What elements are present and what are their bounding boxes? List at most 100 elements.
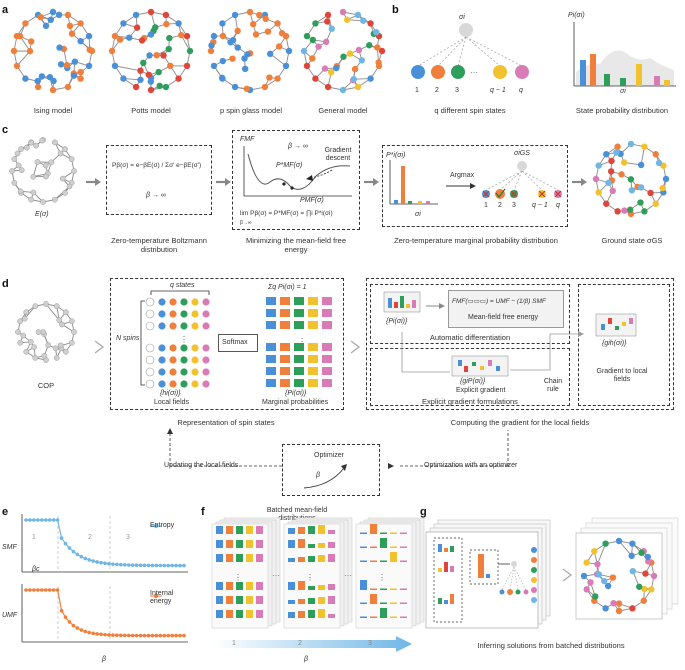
network-node (312, 75, 319, 82)
arrow-c1 (86, 178, 101, 186)
batch-bar (328, 530, 335, 534)
network-node (328, 25, 335, 32)
prob-bar (308, 297, 318, 305)
network-node (26, 47, 34, 55)
network-node (274, 75, 281, 82)
field-dot (202, 368, 210, 376)
field-dot (191, 344, 199, 352)
field-dot (169, 380, 177, 388)
batch-bar (360, 602, 367, 604)
network-node (592, 175, 600, 183)
curve-point (130, 563, 135, 567)
network-edge (597, 543, 607, 565)
cop-network-graph (15, 301, 77, 363)
ground-state-tree (482, 161, 562, 199)
network-node (17, 188, 24, 195)
curve-point (47, 518, 52, 522)
ellipsis: ⋮ (180, 335, 188, 344)
gradient-outer-box (366, 278, 674, 410)
field-dot (180, 322, 188, 330)
field-dot (180, 380, 188, 388)
field-dot (180, 310, 188, 318)
curve-point (87, 630, 91, 635)
network-node (641, 208, 648, 215)
network-node (603, 200, 610, 207)
network-node (55, 11, 63, 19)
spin-node (145, 343, 155, 353)
network-node (628, 552, 635, 560)
curve-point (59, 608, 64, 613)
curve-point (63, 541, 68, 546)
fmf-axis-label: FMF (240, 136, 255, 143)
network-node (378, 47, 386, 55)
ellipsis: ⋯ (272, 571, 280, 580)
n-spins-label: N spins (116, 335, 140, 342)
curve-point (40, 588, 44, 592)
network-node (354, 11, 362, 19)
network-node (133, 24, 141, 31)
network-node (647, 189, 654, 197)
prob-bar (322, 343, 332, 351)
panel-label-e: e (2, 506, 9, 518)
network-node (162, 83, 170, 91)
network-node (219, 32, 227, 40)
network-node (37, 13, 44, 21)
curve-point (182, 633, 186, 638)
network-node (642, 570, 649, 577)
ground-state-caption: Ground state σGS (601, 236, 663, 245)
prob-bar (280, 309, 290, 317)
prob-bar (280, 321, 290, 329)
curve-point (115, 633, 119, 638)
network-node (243, 85, 251, 92)
curve-point (99, 560, 103, 565)
network-node (234, 44, 241, 51)
state-num-2: 2 (435, 87, 439, 94)
batch-bar (288, 582, 295, 590)
batch-bar (256, 540, 263, 548)
batch-bar (288, 558, 295, 562)
svg-text:···: ··· (470, 68, 478, 77)
prob-bar (294, 355, 304, 363)
batch-bar (226, 526, 233, 534)
general-network-graph (300, 8, 386, 94)
network-node (22, 75, 29, 82)
ising-network-graph (10, 8, 96, 94)
field-dot (158, 368, 166, 376)
panel-label-b: b (392, 4, 399, 16)
curve-point (130, 633, 135, 638)
network-node (641, 585, 648, 593)
network-node (165, 45, 172, 53)
umf-ylabel: UMF (2, 612, 18, 619)
network-node (636, 583, 643, 590)
batch-bar (380, 602, 387, 604)
network-node (375, 59, 382, 66)
network-node (34, 159, 41, 165)
field-dot (158, 322, 166, 330)
network-node (324, 83, 332, 91)
network-node (264, 28, 272, 35)
network-node (43, 301, 49, 307)
e-xlabel: β (102, 656, 106, 663)
cop-label: COP (37, 381, 55, 390)
marginal-sym: {Pi(σi)} (285, 390, 307, 397)
network-node (629, 605, 636, 612)
network-node (152, 24, 159, 31)
batch-bar (246, 540, 253, 548)
network-node (602, 540, 609, 547)
prob-bar (266, 379, 276, 387)
smf-ylabel: SMF (2, 544, 17, 551)
boltzmann-beta-inf: β → ∞ (146, 192, 166, 199)
network-node (354, 83, 362, 91)
b-sigma-i-label: σi (459, 14, 465, 21)
network-node (10, 47, 18, 55)
network-node (626, 206, 634, 213)
batch-bar (216, 582, 223, 590)
network-node (219, 20, 226, 27)
pspin-network-graph (207, 8, 293, 94)
network-node (219, 57, 227, 65)
spin-states-caption: q different spin states (434, 106, 506, 115)
curve-point (111, 562, 115, 566)
network-node (210, 32, 218, 40)
panel-label-c: c (2, 124, 9, 136)
network-node (86, 46, 93, 53)
